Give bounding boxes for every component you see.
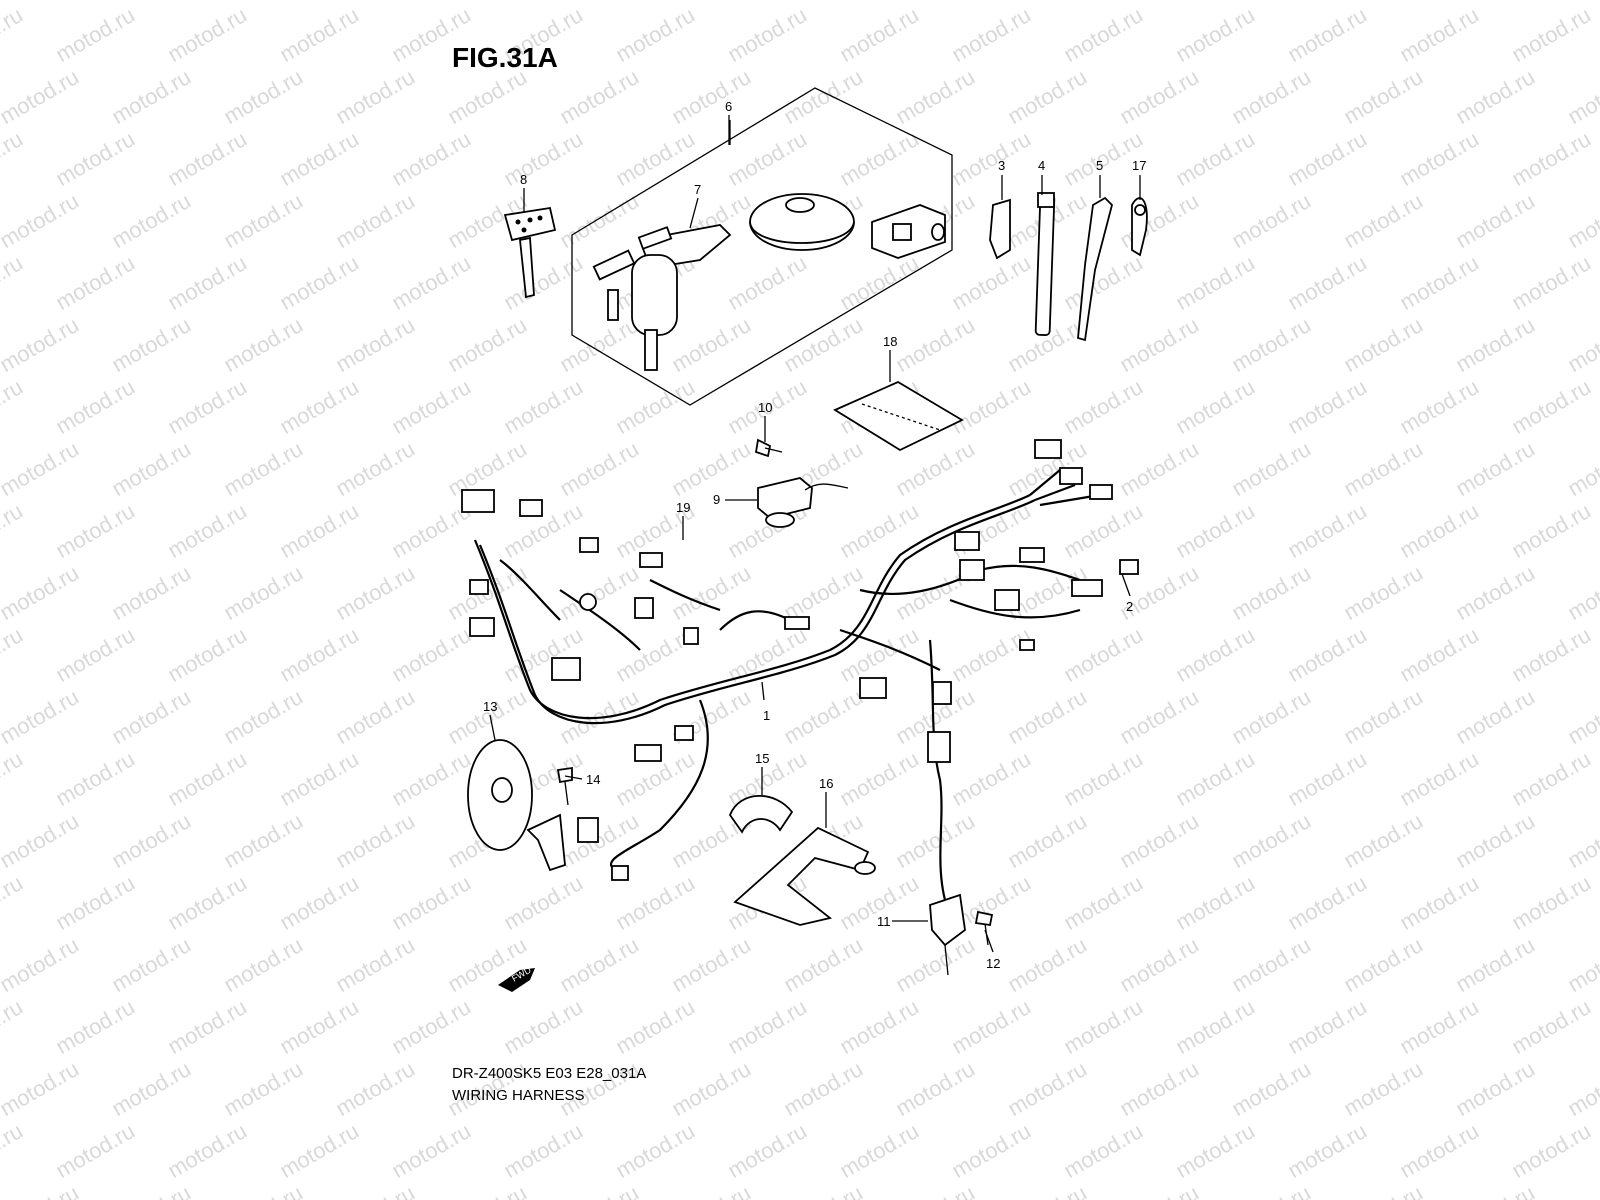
callout-19: 19 (676, 500, 690, 515)
callout-17: 17 (1132, 158, 1146, 173)
main-wiring-harness (473, 469, 1101, 901)
callout-8: 8 (520, 172, 527, 187)
caution-label (833, 380, 964, 452)
section-name: WIRING HARNESS (452, 1087, 585, 1104)
callout-16: 16 (819, 776, 833, 791)
model-code: DR-Z400SK5 E03 E28_031A (452, 1065, 647, 1082)
callout-13: 13 (483, 699, 497, 714)
seat-lock (871, 204, 946, 259)
callout-11: 11 (877, 914, 891, 929)
callout-9: 9 (713, 492, 720, 507)
callout-6: 6 (725, 99, 732, 114)
harness-connectors (461, 439, 1139, 881)
side-stand-switch (929, 893, 994, 976)
callout-12: 12 (986, 956, 1000, 971)
callout-2: 2 (1126, 599, 1133, 614)
callout-7: 7 (694, 182, 701, 197)
figure-title: FIG.31A (452, 42, 558, 73)
callout-1: 1 (763, 708, 770, 723)
wiring-clamps (989, 192, 1148, 342)
callout-labels: 1 2 3 4 5 6 7 8 9 10 11 12 13 14 15 16 1… (483, 99, 1146, 971)
harness-clamp (728, 794, 794, 834)
key-blank (503, 206, 557, 299)
forward-direction-arrow: FWD (498, 965, 535, 992)
lock-set-box (571, 87, 953, 406)
callout-14: 14 (586, 772, 600, 787)
neutral-switch (754, 438, 849, 528)
callout-18: 18 (883, 334, 897, 349)
callout-3: 3 (998, 158, 1005, 173)
callout-15: 15 (755, 751, 769, 766)
fuel-cap (749, 193, 855, 251)
callout-4: 4 (1038, 158, 1045, 173)
callout-5: 5 (1096, 158, 1103, 173)
harness-bracket (733, 826, 876, 926)
leader-lines (489, 115, 1141, 953)
ignition-switch (592, 224, 732, 371)
callout-10: 10 (758, 400, 772, 415)
horn (467, 739, 573, 872)
